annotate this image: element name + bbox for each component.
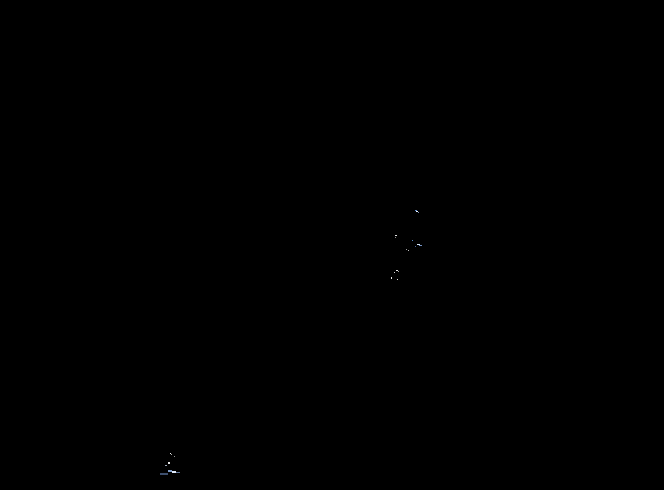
light-speck bbox=[396, 270, 398, 271]
light-speck bbox=[406, 249, 407, 250]
light-speck bbox=[408, 250, 409, 251]
light-speck bbox=[168, 462, 170, 464]
light-speck bbox=[171, 454, 172, 455]
light-speck bbox=[398, 271, 399, 272]
light-speck bbox=[417, 244, 420, 245]
light-speck bbox=[395, 235, 397, 236]
light-speck bbox=[415, 210, 417, 211]
light-speck bbox=[395, 237, 396, 238]
light-speck bbox=[174, 456, 175, 457]
light-speck bbox=[418, 212, 419, 213]
light-speck bbox=[168, 470, 172, 472]
light-speck bbox=[176, 472, 180, 473]
light-speck bbox=[394, 272, 395, 273]
light-speck bbox=[415, 246, 416, 247]
light-speck bbox=[416, 211, 418, 212]
light-speck bbox=[397, 279, 398, 280]
light-speck bbox=[412, 240, 413, 241]
light-speck bbox=[170, 453, 171, 454]
light-speck bbox=[172, 471, 176, 473]
light-speck bbox=[419, 245, 422, 246]
light-speck bbox=[165, 465, 167, 466]
light-speck bbox=[160, 473, 168, 475]
light-speck bbox=[391, 277, 392, 279]
